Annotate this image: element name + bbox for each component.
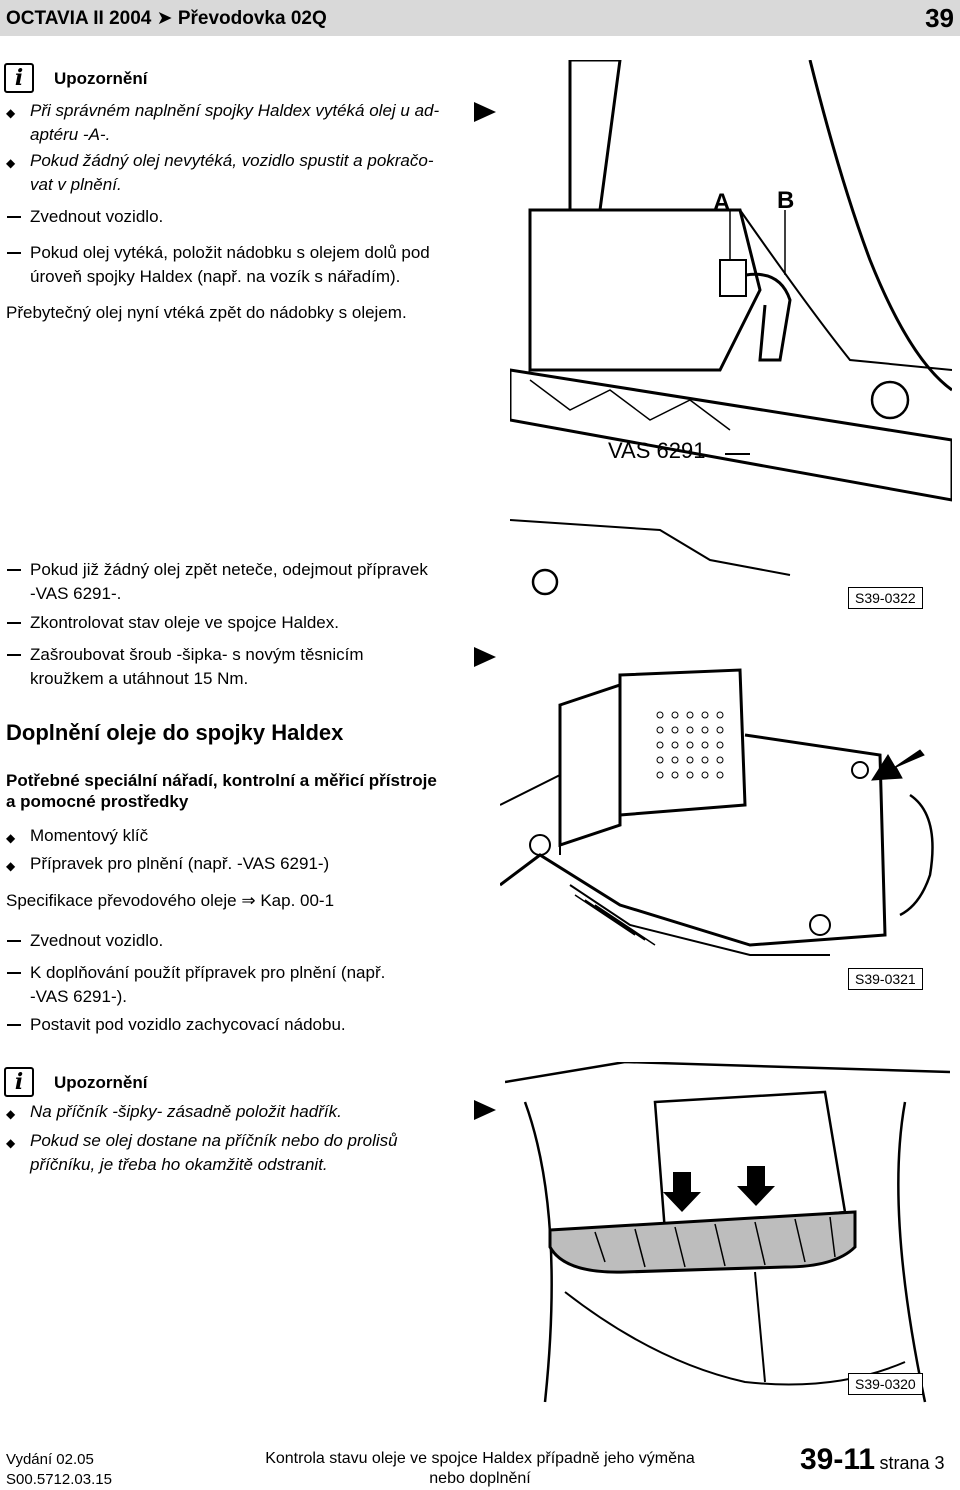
footer-doc-code: S00.5712.03.15	[6, 1471, 112, 1488]
bullet-diamond-icon: ◆	[6, 1107, 16, 1121]
note-text: Pokud žádný olej nevytéká, vozidlo spust…	[30, 151, 434, 170]
step-text: Pokud olej vytéká, položit nádobku s ole…	[30, 243, 430, 262]
step-text: Pokud již žádný olej zpět neteče, odejmo…	[30, 560, 428, 579]
footer-page-word: strana 3	[879, 1453, 945, 1473]
step-text: Zvednout vozidlo.	[30, 207, 164, 226]
step-text: úroveň spojky Haldex (např. na vozík s n…	[30, 267, 401, 286]
note-text: Při správném naplnění spojky Haldex vyté…	[30, 101, 440, 120]
bullet-diamond-icon: ◆	[6, 831, 16, 845]
bullet-diamond-icon: ◆	[6, 859, 16, 873]
spec-text: Specifikace převodového oleje	[6, 891, 237, 910]
step-text: K doplňování použít přípravek pro plnění…	[30, 963, 386, 982]
footer-edition: Vydání 02.05	[6, 1451, 94, 1468]
dash-marker	[7, 216, 21, 218]
figure-pointer-arrow-icon	[474, 1100, 496, 1120]
step-text: Zašroubovat šroub -šipka- s novým těsnic…	[30, 645, 364, 664]
tool-item: Přípravek pro plnění (např. -VAS 6291-)	[30, 854, 330, 873]
section-heading: Doplnění oleje do spojky Haldex	[6, 720, 344, 745]
step-text: -VAS 6291-.	[30, 584, 122, 603]
note-title: Upozornění	[54, 69, 148, 88]
step-text: Zvednout vozidlo.	[30, 931, 164, 950]
step-text: Přebytečný olej nyní vtéká zpět do nádob…	[6, 303, 407, 322]
bullet-diamond-icon: ◆	[6, 156, 16, 170]
bullet-diamond-icon: ◆	[6, 106, 16, 120]
footer-title: Kontrola stavu oleje ve spojce Haldex př…	[265, 1450, 695, 1467]
footer-page: 39-11 strana 3	[800, 1443, 945, 1477]
note-text: Pokud se olej dostane na příčník nebo do…	[30, 1131, 398, 1150]
header-page-number: 39	[925, 2, 954, 33]
dash-marker	[7, 654, 21, 656]
step-text: Postavit pod vozidlo zachycovací nádobu.	[30, 1015, 346, 1034]
callout-a: A	[713, 189, 730, 216]
figure-crossmember	[505, 1062, 950, 1403]
subheading: a pomocné prostředky	[6, 792, 189, 811]
page-header: OCTAVIA II 2004 ➤ Převodovka 02Q 39	[0, 0, 960, 36]
dash-marker	[7, 622, 21, 624]
dash-marker	[7, 940, 21, 942]
note-text: příčníku, je třeba ho okamžitě odstranit…	[30, 1155, 328, 1174]
down-arrow-icon	[737, 1166, 775, 1206]
callout-b: B	[777, 187, 794, 214]
note-title: Upozornění	[54, 1073, 148, 1092]
dash-marker	[7, 1024, 21, 1026]
info-icon: i	[4, 63, 34, 93]
spec-line: Specifikace převodového oleje ⇒ Kap. 00-…	[6, 889, 456, 913]
step-text: Zkontrolovat stav oleje ve spojce Haldex…	[30, 613, 339, 632]
header-title: OCTAVIA II 2004 ➤ Převodovka 02Q	[6, 7, 327, 29]
footer-page-number: 39-11	[800, 1443, 876, 1476]
subheading: Potřebné speciální nářadí, kontrolní a m…	[6, 771, 437, 790]
figure-pointer-arrow-icon	[474, 102, 496, 122]
target-arrow-icon	[871, 749, 925, 781]
note-text: aptéru -A-.	[30, 125, 111, 144]
figure-label: S39-0321	[848, 968, 923, 990]
note-text: vat v plnění.	[30, 175, 122, 194]
note-text: Na příčník -šipky- zásadně položit hadří…	[30, 1102, 342, 1121]
tool-item: Momentový klíč	[30, 826, 149, 845]
bullet-diamond-icon: ◆	[6, 1136, 16, 1150]
step-text: -VAS 6291-).	[30, 987, 128, 1006]
figure-haldex-adapter: A B VAS 6291	[510, 60, 952, 596]
tool-label: VAS 6291	[608, 438, 705, 463]
info-icon: i	[4, 1067, 34, 1097]
figure-haldex-coupling	[500, 668, 934, 956]
figure-label: S39-0320	[848, 1373, 923, 1395]
dash-marker	[7, 252, 21, 254]
crossmember	[548, 1210, 857, 1274]
step-text: kroužkem a utáhnout 15 Nm.	[30, 669, 249, 688]
spec-reference[interactable]: Kap. 00-1	[260, 891, 335, 910]
reference-arrow-icon: ⇒	[241, 891, 256, 910]
down-arrow-icon	[663, 1172, 701, 1212]
figure-label: S39-0322	[848, 587, 923, 609]
dash-marker	[7, 972, 21, 974]
dash-marker	[7, 569, 21, 571]
figure-pointer-arrow-icon	[474, 647, 496, 667]
footer-title: nebo doplnění	[429, 1470, 531, 1487]
